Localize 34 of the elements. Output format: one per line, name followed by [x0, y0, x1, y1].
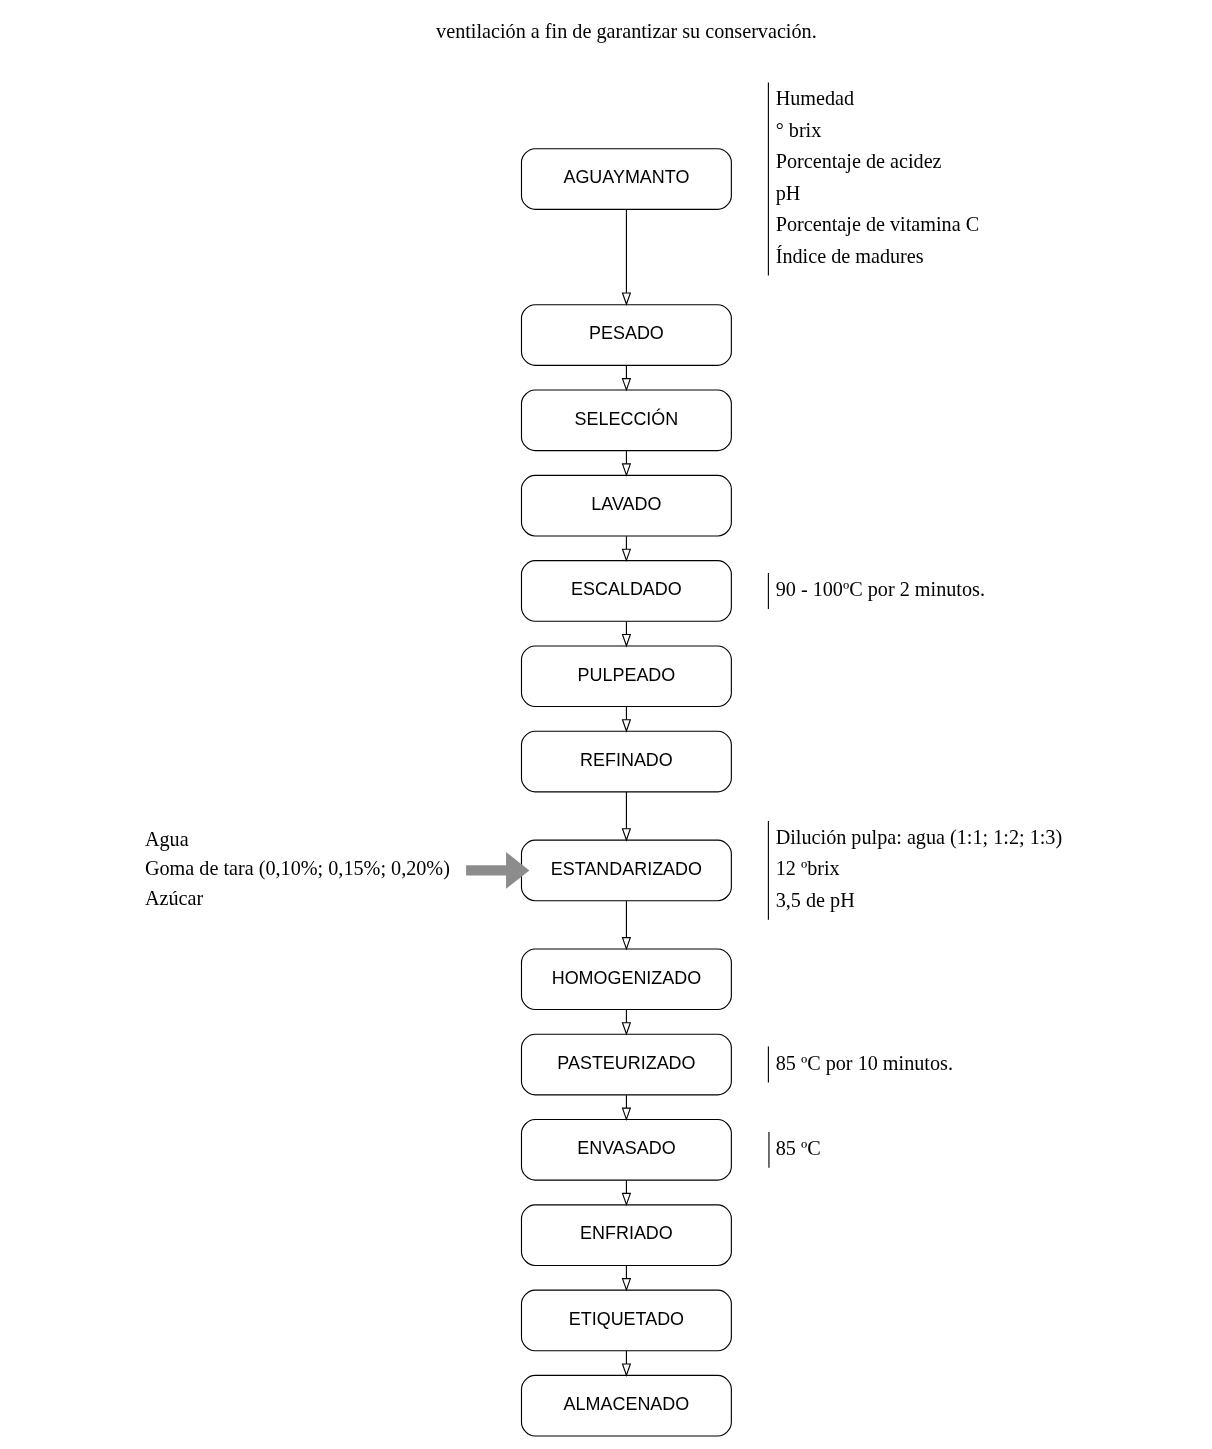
node-label: 85 ºC por 10 minutos.	[775, 1051, 953, 1074]
node-label: Porcentaje de acidez	[775, 150, 942, 173]
node-label: ° brix	[775, 118, 821, 141]
node-label: 90 - 100ºC por 2 minutos.	[775, 577, 985, 600]
node-label: Dilución pulpa: agua (1:1; 1:2; 1:3)	[775, 825, 1062, 848]
node-box: ESCALDADO	[520, 560, 732, 622]
node-label: 3,5 de pH	[775, 888, 855, 911]
node-box: PASTEURIZADO	[520, 1033, 732, 1096]
node-label: Porcentaje de vitamina C	[775, 213, 979, 236]
arrow	[465, 852, 529, 889]
node-label: 12 ºbrix	[775, 857, 840, 880]
arrow	[621, 900, 631, 951]
node-box: ESTANDARIZADO	[520, 839, 732, 902]
arrow	[621, 535, 631, 563]
node-box: AGUAYMANTO	[520, 148, 732, 210]
node-label: Índice de madures	[775, 244, 924, 267]
arrow	[621, 1179, 631, 1207]
node-label: pH	[775, 181, 800, 204]
node-box: ETIQUETADO	[520, 1289, 732, 1352]
node-box: HOMOGENIZADO	[520, 948, 732, 1011]
node-label: Humedad	[775, 87, 854, 110]
node-box: PULPEADO	[520, 645, 732, 708]
node-label: 85 ºC	[775, 1136, 821, 1159]
node-box: ENFRIADO	[520, 1204, 732, 1266]
node-box: REFINADO	[520, 730, 732, 793]
label: ventilación a fin de garantizar su conservación.	[435, 20, 817, 43]
node-box: ENVASADO	[520, 1119, 732, 1181]
node-box: PESADO	[520, 304, 732, 366]
node-box: LAVADO	[520, 474, 732, 537]
arrow	[621, 791, 631, 842]
node-box: SELECCIÓN	[520, 389, 732, 452]
node-text: Agua Goma de tara (0,10%; 0,15%; 0,20%) Azúcar	[144, 828, 450, 909]
node-box: ALMACENADO	[520, 1374, 732, 1437]
arrow	[621, 208, 631, 306]
